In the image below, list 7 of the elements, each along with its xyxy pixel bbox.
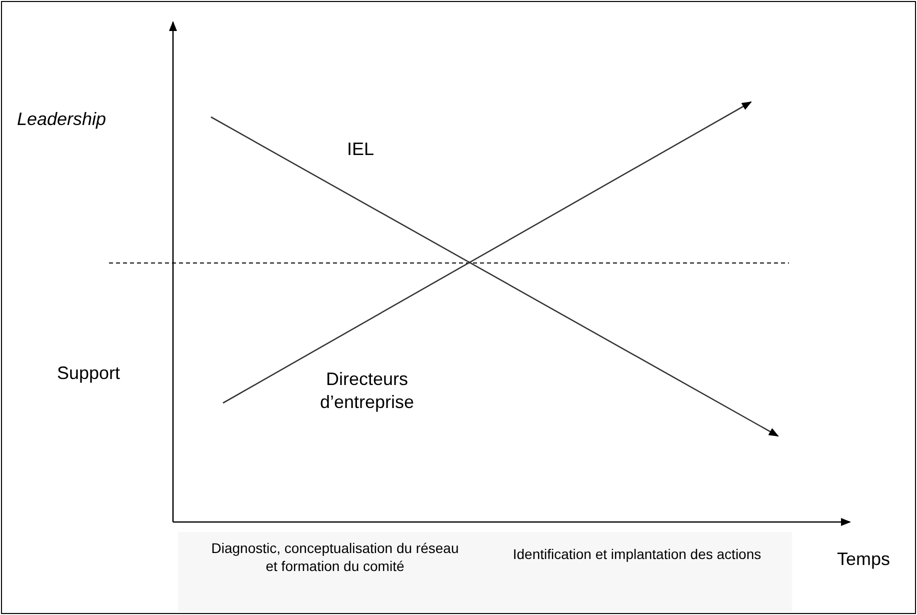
- line-label: IEL: [347, 138, 376, 160]
- axis-label: Temps: [837, 548, 892, 570]
- axis-label: Support: [57, 362, 122, 384]
- axis-label: Leadership: [17, 108, 108, 130]
- line-label: Directeurs d’entreprise: [318, 368, 416, 413]
- phase-label: Diagnostic, conceptualisation du réseau et formation du comité: [210, 540, 460, 575]
- phase-label: Identification et implantation des actions: [512, 546, 762, 564]
